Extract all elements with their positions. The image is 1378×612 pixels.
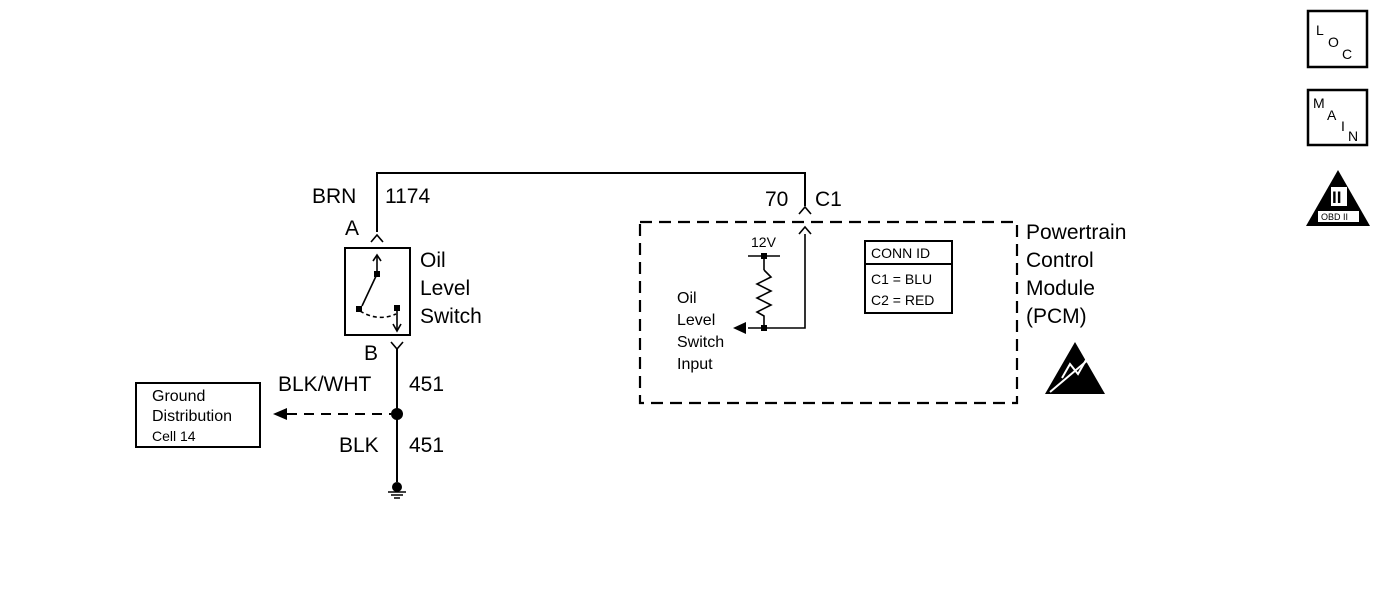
main-letter-m: M [1313,95,1325,111]
pcm-input-label-line-4: Input [677,356,713,373]
main-button[interactable]: M A I N [1306,88,1369,147]
ground-box-line-1: Ground [152,388,205,405]
loc-letter-l: L [1316,22,1324,38]
obd-ii-label: OBD II [1321,212,1348,222]
obd-ii-numeral: II [1332,188,1341,207]
main-letter-a: A [1327,107,1337,123]
pcm-input-label-line-2: Level [677,312,715,329]
ground-distribution-arrow [273,408,287,420]
pcm-circuit-nodes [733,253,767,334]
loc-letter-c: C [1342,46,1352,62]
ground-distribution-cell-link[interactable]: Ground Distribution Cell 14 [135,382,261,448]
oil-level-switch-box [344,247,411,336]
wire-color-blk-wht: BLK/WHT [278,373,372,396]
connector-pin-70: 70 [765,188,788,211]
switch-label-line-3: Switch [420,305,482,328]
ground-box-line-3: Cell 14 [152,428,196,444]
switch-contact-points [356,271,400,312]
wire-color-blk: BLK [339,434,379,457]
splice-point [391,408,403,420]
circuit-number-451-lower: 451 [409,434,444,457]
ground-symbol [388,482,406,499]
terminal-b-connector [390,341,404,351]
obd-ii-button[interactable]: II OBD II [1306,170,1370,226]
conn-id-row-2: C2 = RED [871,292,934,308]
pcm-title-line-3: Module [1026,277,1095,300]
switch-label-line-1: Oil [420,249,446,272]
connector-c1-symbol [798,205,812,235]
loc-letter-o: O [1328,34,1339,50]
switch-contacts-symbol [359,253,402,333]
conn-id-title: CONN ID [871,245,930,261]
circuit-number-1174: 1174 [385,185,430,208]
pcm-voltage-label: 12V [751,234,777,250]
wire-brn-1174 [376,172,806,232]
esd-warning-icon [1045,342,1105,394]
conn-id-row-1: C1 = BLU [871,271,932,287]
pcm-title-line-4: (PCM) [1026,305,1087,328]
pcm-title-line-1: Powertrain [1026,221,1126,244]
circuit-number-451-upper: 451 [409,373,444,396]
terminal-b-label: B [364,342,378,365]
connector-c1-label: C1 [815,188,842,211]
loc-button[interactable]: L O C [1306,9,1369,69]
terminal-a-label: A [345,217,359,240]
pcm-boundary [638,220,1019,405]
conn-id-table: CONN ID C1 = BLU C2 = RED [864,240,953,314]
pcm-title-line-2: Control [1026,249,1094,272]
main-letter-n: N [1348,128,1358,144]
pcm-input-label-line-1: Oil [677,290,697,307]
wire-color-brn: BRN [312,185,356,208]
ground-box-line-2: Distribution [152,408,232,425]
main-letter-i: I [1341,118,1345,134]
terminal-a-connector [370,233,384,243]
switch-label-line-2: Level [420,277,470,300]
pcm-input-label-line-3: Switch [677,334,724,351]
